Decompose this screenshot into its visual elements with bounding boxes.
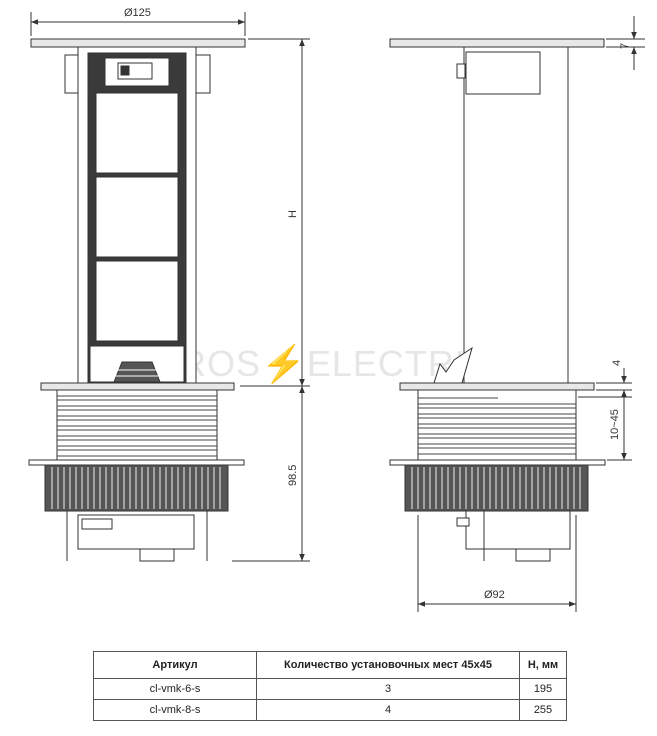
side-bottom-plug	[515, 548, 551, 562]
dim-height-label: H	[287, 210, 299, 218]
header-count: Количество установочных мест 45х45	[256, 651, 520, 679]
front-socket-1	[95, 92, 179, 174]
front-dimensions	[30, 12, 310, 562]
table-header-row: Артикул Количество установочных мест 45х…	[93, 651, 567, 679]
dim-bottom-diameter-label: Ø92	[484, 589, 505, 601]
side-dimensions	[417, 16, 645, 612]
spec-table: Артикул Количество установочных мест 45х…	[93, 651, 567, 721]
side-threaded-body	[417, 389, 577, 463]
cell-count: 3	[256, 678, 520, 700]
front-cable-clip	[113, 361, 161, 383]
dim-lip-label: 4	[611, 360, 623, 366]
side-column	[463, 46, 569, 384]
front-top-cap	[30, 38, 246, 48]
front-view	[28, 38, 246, 562]
side-view	[389, 38, 606, 562]
cell-article: cl-vmk-8-s	[93, 699, 257, 721]
cell-h: 255	[519, 699, 567, 721]
front-mounting-plate	[28, 459, 245, 466]
side-tab	[465, 51, 541, 95]
technical-drawing: ROS⚡ELECTRIC	[28, 7, 645, 612]
side-threads	[418, 397, 576, 455]
front-socket-2	[95, 176, 179, 258]
table-row: cl-vmk-8-s 4 255	[93, 699, 567, 721]
side-bottom-block	[465, 510, 571, 550]
cell-count: 4	[256, 699, 520, 721]
front-flange	[40, 382, 235, 391]
front-socket-3	[95, 260, 179, 342]
front-bottom-plug	[139, 548, 175, 562]
side-mounting-plate	[389, 459, 606, 466]
front-threads	[57, 395, 217, 457]
header-h: H, мм	[519, 651, 567, 679]
dim-top-diameter-label: Ø125	[124, 7, 151, 19]
cell-h: 195	[519, 678, 567, 700]
dim-adjust-label: 10~45	[609, 409, 621, 440]
side-top-cap	[389, 38, 605, 48]
side-flange	[399, 382, 595, 391]
dim-flange-label: 7	[619, 43, 631, 49]
cell-article: cl-vmk-6-s	[93, 678, 257, 700]
table-row: cl-vmk-6-s 3 195	[93, 678, 567, 700]
dim-lower-label: 98.5	[287, 465, 299, 486]
header-article: Артикул	[93, 651, 257, 679]
